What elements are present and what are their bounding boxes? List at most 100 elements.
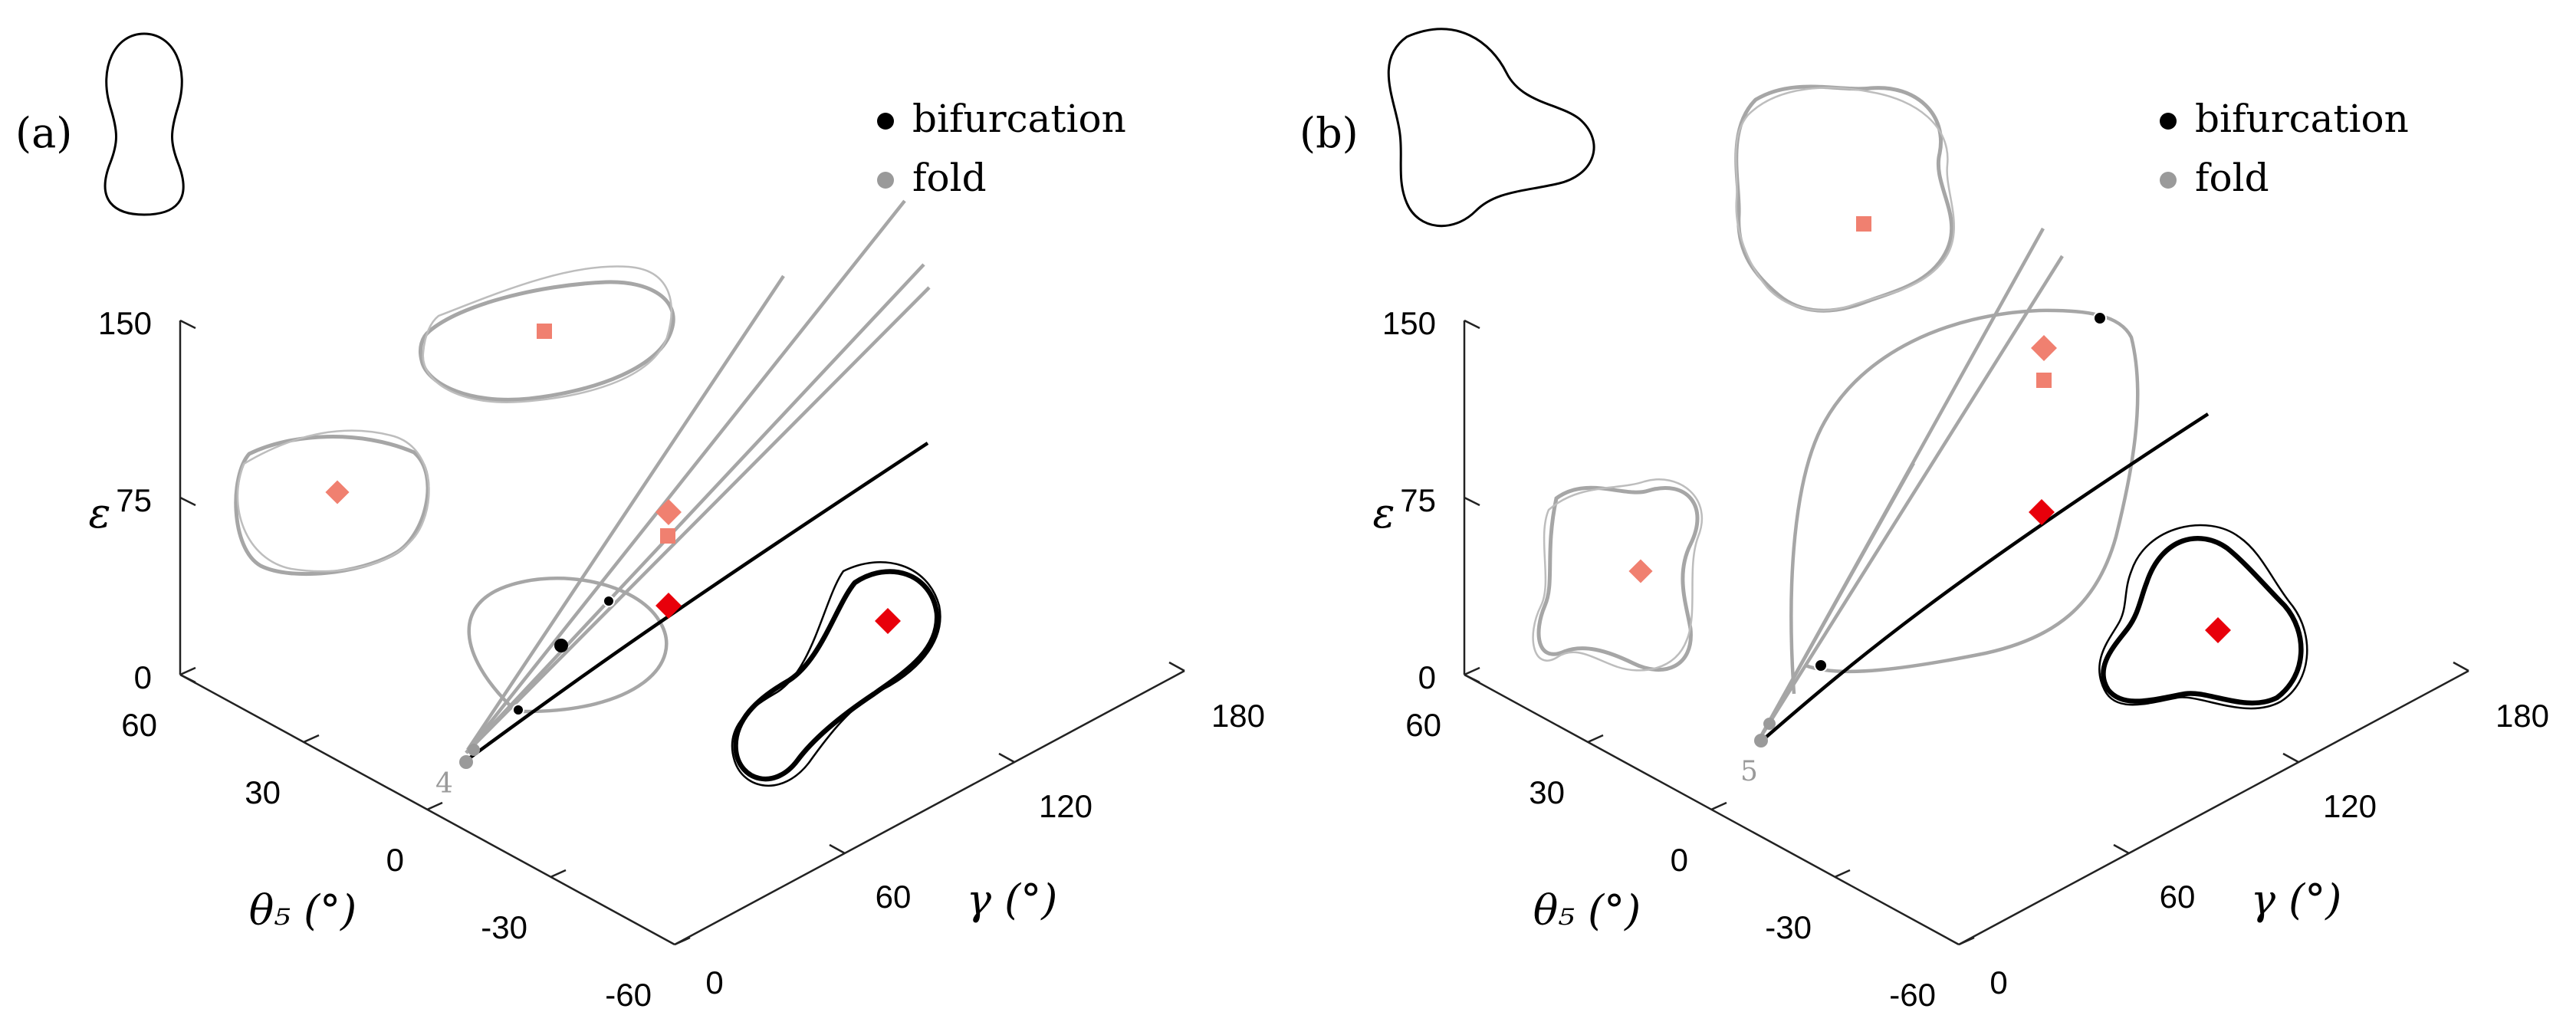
inset-marker [1856, 216, 1871, 232]
inset-shape-diamond-red [731, 561, 941, 787]
main-branch [1759, 412, 2210, 744]
diamond-marker-red [656, 593, 682, 619]
legend-label-fold: fold [912, 156, 987, 200]
inset-marker [325, 480, 350, 504]
fold-point [1754, 734, 1768, 748]
panel-b-legend: bifurcation fold [2160, 97, 2409, 200]
y-tick-mark [1587, 734, 1604, 744]
x-tick-mark [2453, 661, 2469, 672]
bifurcation-point [1814, 659, 1828, 672]
y-tick-mark [179, 666, 196, 676]
y-tick-label: -30 [1765, 909, 1812, 945]
fold-loop [1789, 308, 2140, 695]
base-shape-peanut [104, 32, 185, 216]
x-axis-label: γ (°) [967, 876, 1058, 924]
x-tick-label: 180 [2496, 698, 2549, 734]
diamond-marker-pale [2031, 335, 2057, 361]
fold-point [1763, 718, 1776, 730]
z-tick-mark [179, 319, 196, 330]
fold-branches [1759, 227, 2140, 739]
y-tick-label: -60 [1889, 977, 1936, 1013]
inset-outline [1536, 485, 1700, 672]
inset-outline [234, 435, 430, 577]
y-tick-label: 30 [1529, 774, 1565, 810]
inset-shape-square-pale [418, 265, 675, 403]
y-tick-mark [1464, 666, 1480, 676]
legend-marker-bifurcation [877, 113, 894, 130]
inset-outline [2098, 524, 2308, 710]
x-axis [674, 669, 1185, 946]
x-tick-mark [2113, 843, 2130, 855]
z-tick-label: 0 [134, 659, 152, 695]
inset-outline [731, 561, 941, 787]
z-tick-label: 150 [98, 305, 152, 341]
y-tick-mark [1834, 869, 1851, 879]
legend-marker-fold [2160, 172, 2177, 189]
y-tick-mark [303, 734, 320, 744]
x-tick-label: 120 [2323, 788, 2377, 824]
x-tick-mark [1168, 661, 1185, 672]
y-tick-mark [1958, 936, 1975, 946]
bifurcation-point [603, 595, 615, 607]
bifurcation-point [2093, 311, 2107, 325]
inset-marker [875, 608, 901, 634]
fold-line [465, 263, 925, 754]
y-axis-label: θ₅ (°) [1533, 886, 1641, 935]
mode-label: 5 [1740, 756, 1758, 787]
inset-outline [236, 429, 430, 573]
bifurcation-point [512, 704, 524, 716]
legend-label-bifurcation: bifurcation [2195, 97, 2409, 141]
y-tick-label: 0 [1671, 842, 1688, 878]
inset-marker [537, 324, 552, 339]
fold-line [465, 199, 906, 754]
y-tick-mark [550, 869, 567, 879]
inset-shape-square-pale [1734, 84, 1955, 313]
legend-label-fold: fold [2195, 156, 2269, 200]
inset-shape-diamond-red [2098, 524, 2308, 710]
x-tick-label: 0 [1990, 964, 2007, 1001]
y-tick-label: -60 [605, 977, 652, 1013]
x-tick-label: 60 [2160, 879, 2196, 915]
panel-a: (a) 150 75 0 ε 60 30 [15, 32, 1266, 1013]
y-tick-mark [674, 936, 691, 946]
diamond-marker-pale [656, 499, 682, 525]
z-tick-mark [179, 673, 196, 684]
square-marker-pale [2036, 373, 2052, 388]
y-tick-mark [1710, 801, 1727, 811]
bifurcation-point [554, 639, 568, 652]
z-tick-label: 75 [1400, 482, 1436, 518]
inset-outline [733, 569, 940, 782]
legend-marker-fold [877, 172, 894, 189]
panel-a-axes: 150 75 0 ε 60 30 0 -30 -60 θ₅ (°) 0 60 1… [89, 305, 1266, 1013]
fold-line [1759, 255, 2064, 739]
inset-outline [422, 265, 673, 403]
z-tick-mark [1464, 319, 1480, 330]
mode-label: 4 [435, 768, 453, 800]
y-axis-label: θ₅ (°) [249, 886, 356, 935]
diamond-marker-red [2029, 499, 2055, 525]
z-tick-mark [179, 496, 196, 507]
inset-marker [2205, 617, 2231, 643]
square-marker-pale [660, 528, 675, 544]
main-branch [462, 442, 929, 764]
x-tick-mark [2282, 752, 2299, 764]
fold-branches [465, 199, 931, 754]
x-tick-label: 120 [1039, 788, 1092, 824]
z-axis-label: ε [89, 489, 111, 537]
fold-point [459, 755, 473, 769]
z-tick-mark [1464, 673, 1480, 684]
panel-b-axes: 150 75 0 ε 60 30 0 -30 -60 θ₅ (°) 0 60 1… [1373, 305, 2550, 1013]
y-tick-mark [426, 801, 443, 811]
y-tick-label: -30 [481, 909, 527, 945]
legend-marker-bifurcation [2160, 113, 2177, 130]
x-tick-label: 0 [705, 964, 723, 1001]
x-tick-label: 180 [1211, 698, 1265, 734]
z-tick-label: 150 [1382, 305, 1436, 341]
fold-loop [467, 577, 669, 714]
x-axis [1958, 669, 2469, 946]
inset-outline [1734, 84, 1954, 313]
y-tick-label: 60 [121, 707, 157, 743]
inset-shape-diamond-pale [1532, 478, 1704, 672]
inset-outline [2101, 536, 2304, 706]
